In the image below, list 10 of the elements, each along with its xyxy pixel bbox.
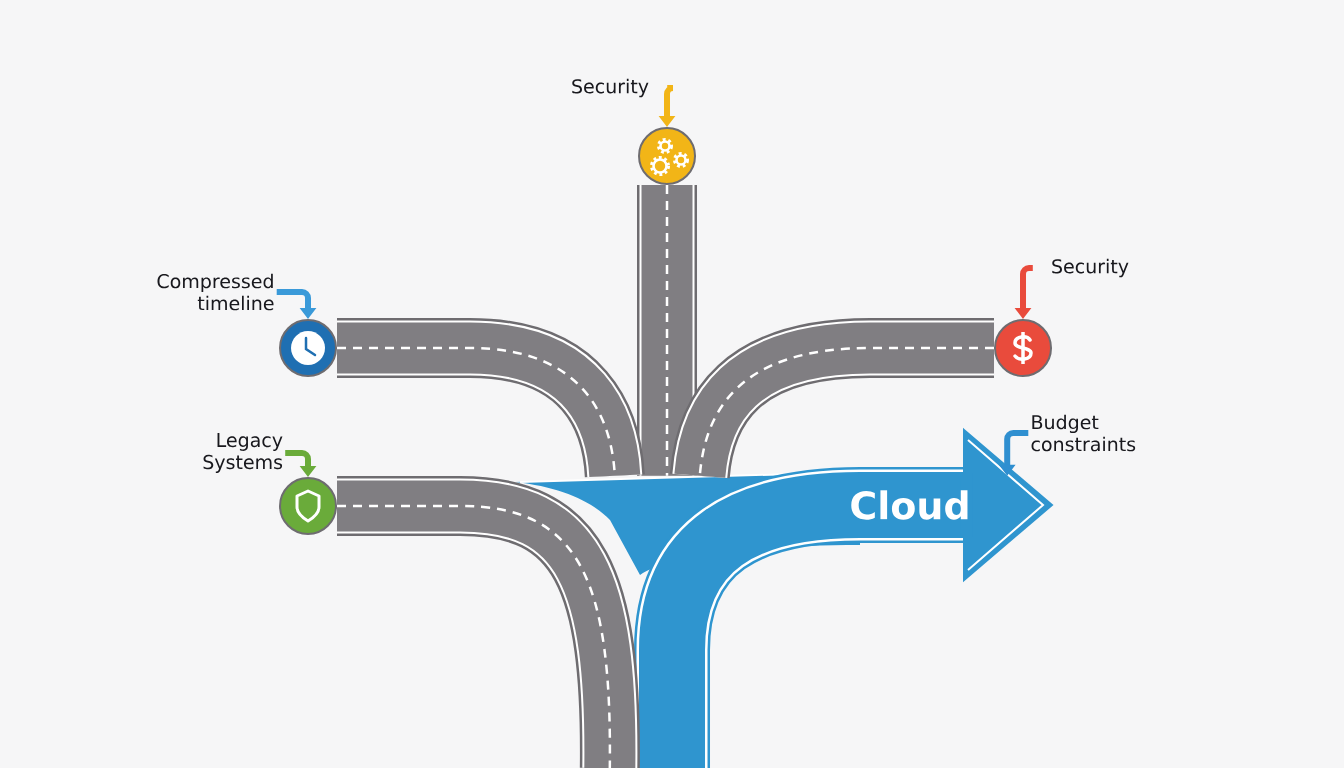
callout-text: Compressed timeline	[157, 273, 274, 311]
road	[337, 318, 645, 479]
road	[637, 185, 697, 476]
bent-arrow	[285, 450, 317, 477]
node-label: Cloud	[851, 490, 968, 520]
callout-text: Security	[572, 78, 649, 98]
road	[337, 476, 640, 768]
road	[670, 318, 994, 480]
callout-text: Legacy Systems	[203, 433, 283, 473]
callout-text: Security	[1052, 258, 1129, 278]
